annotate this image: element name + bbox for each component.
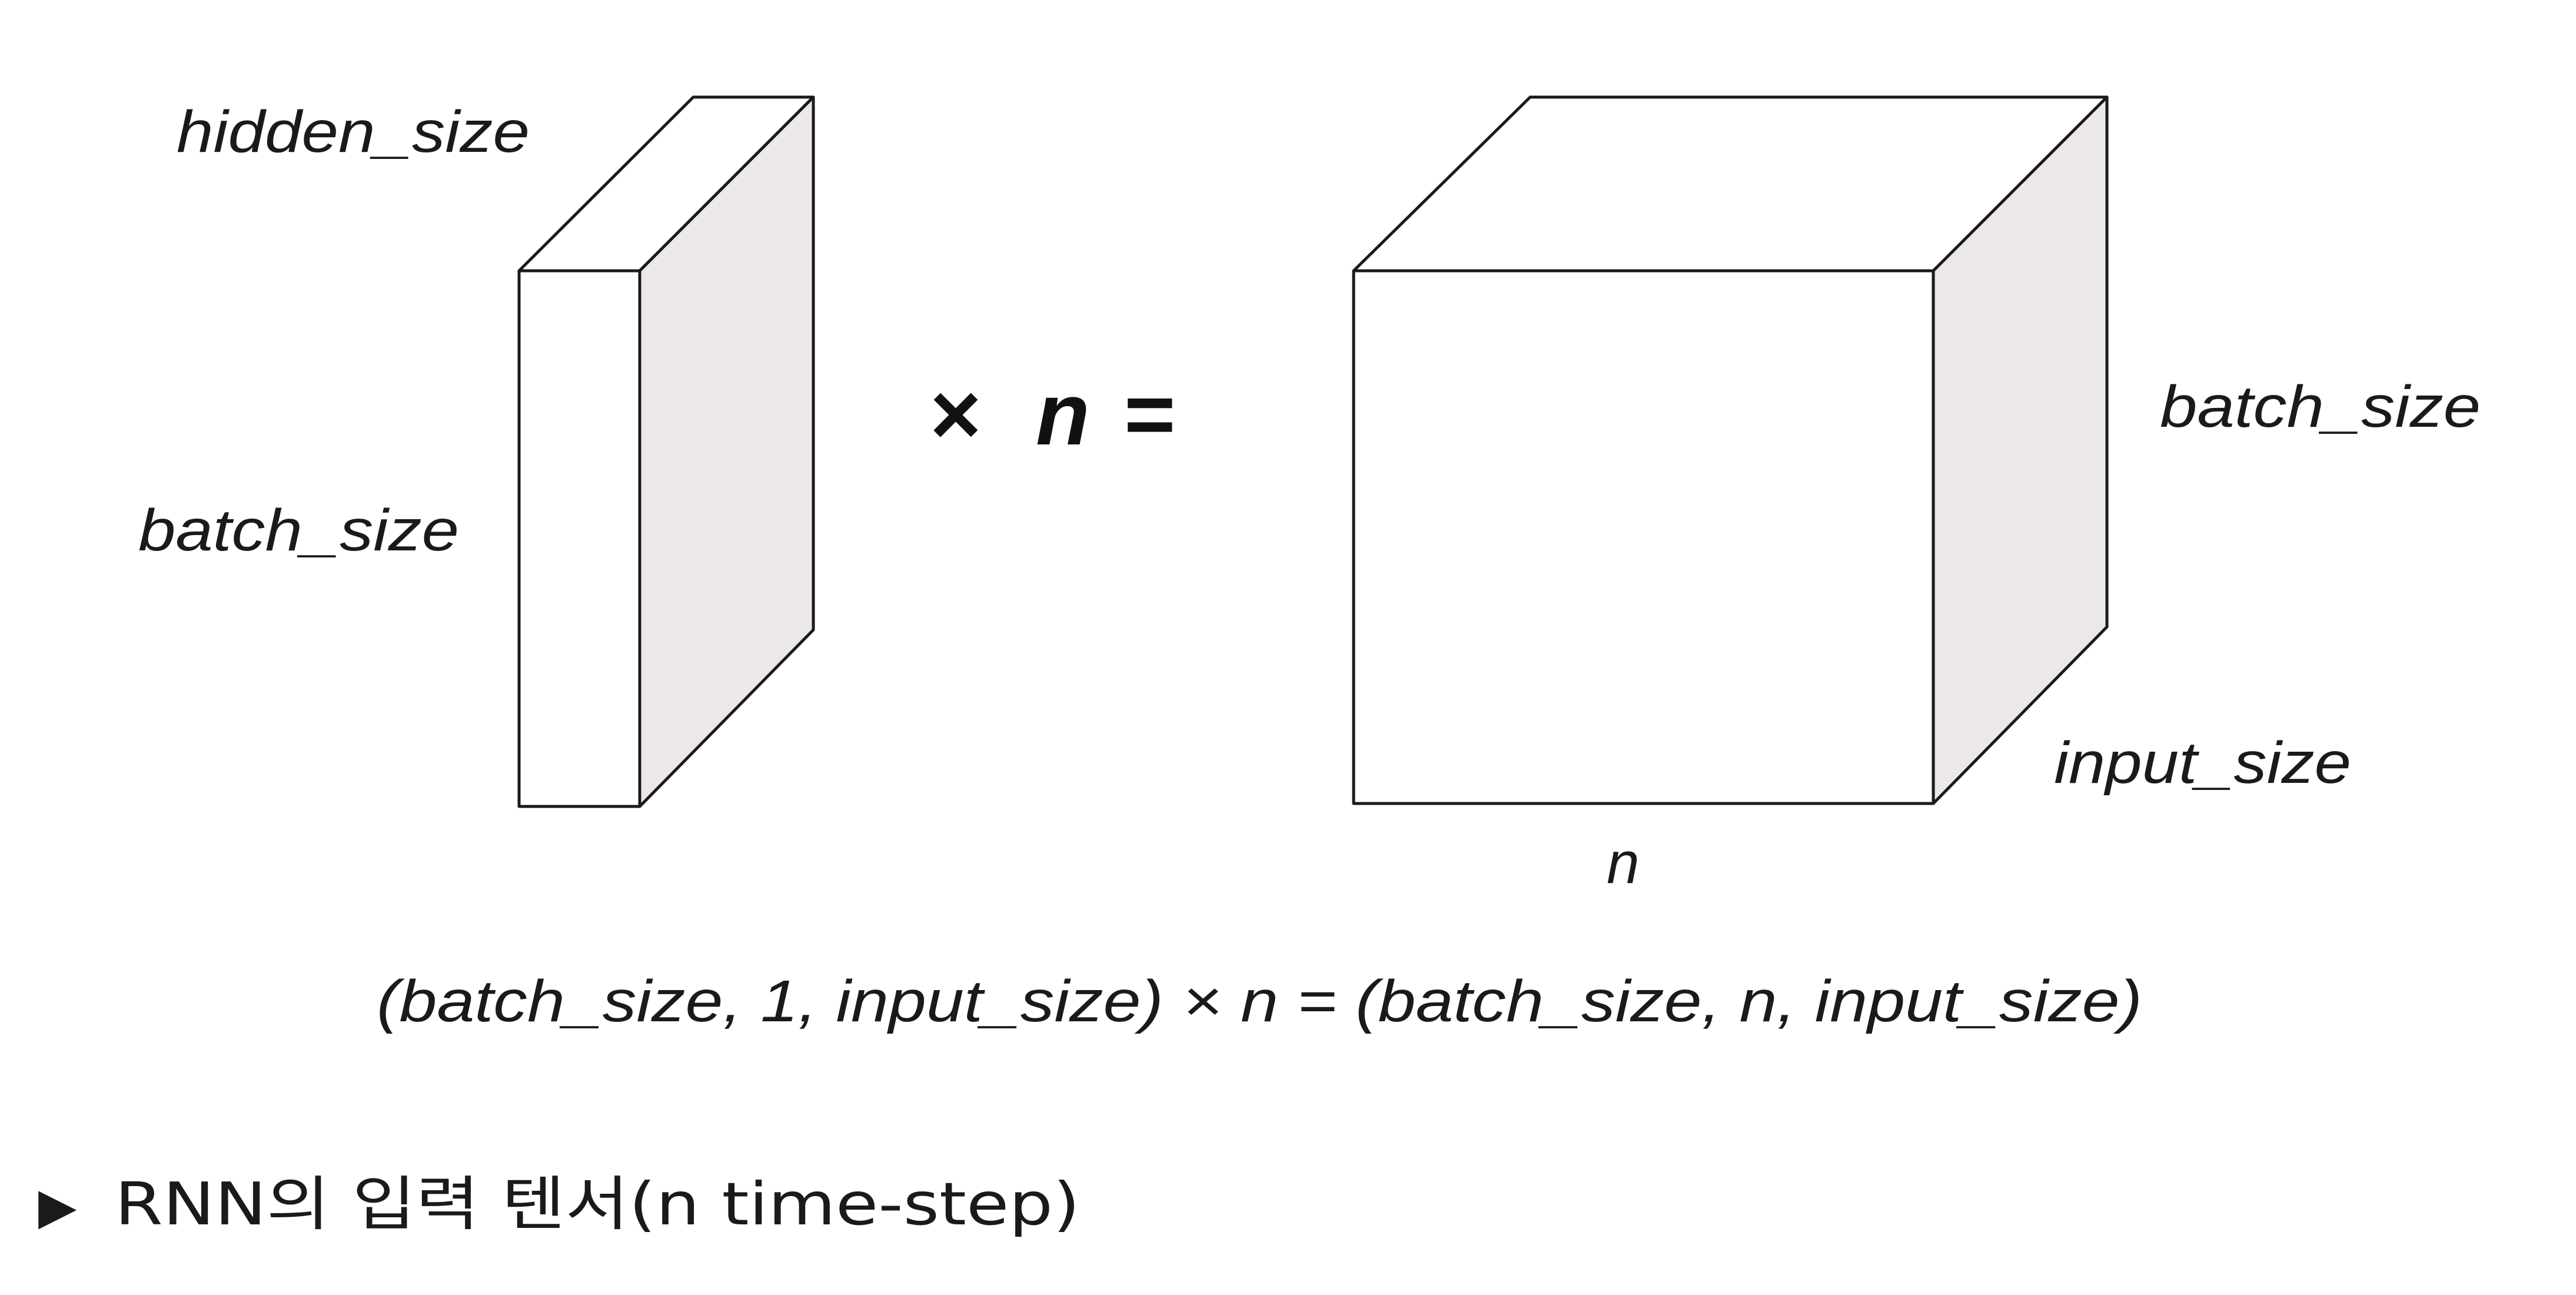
- times-symbol: ×: [930, 364, 982, 463]
- right-tensor-cube: [1352, 95, 2109, 805]
- right-cube-front-face: [1352, 269, 1935, 805]
- shape-equation: (batch_size, 1, input_size) × n = (batch…: [377, 968, 2142, 1034]
- multiply-operator: × n =: [930, 364, 1176, 463]
- left-slab-front-face: [517, 269, 641, 808]
- left-height-label: batch_size: [138, 497, 459, 563]
- figure-caption: RNN의 입력 텐서(n time-step): [115, 1170, 1080, 1238]
- equals-symbol: =: [1124, 364, 1176, 463]
- left-depth-label: hidden_size: [177, 99, 530, 165]
- right-height-label: batch_size: [2160, 374, 2481, 440]
- left-tensor-slab: [517, 95, 815, 808]
- caption-marker: ▶: [38, 1177, 77, 1236]
- right-width-label: n: [1607, 830, 1640, 896]
- count-symbol: n: [1036, 364, 1090, 463]
- right-depth-label: input_size: [2054, 730, 2351, 796]
